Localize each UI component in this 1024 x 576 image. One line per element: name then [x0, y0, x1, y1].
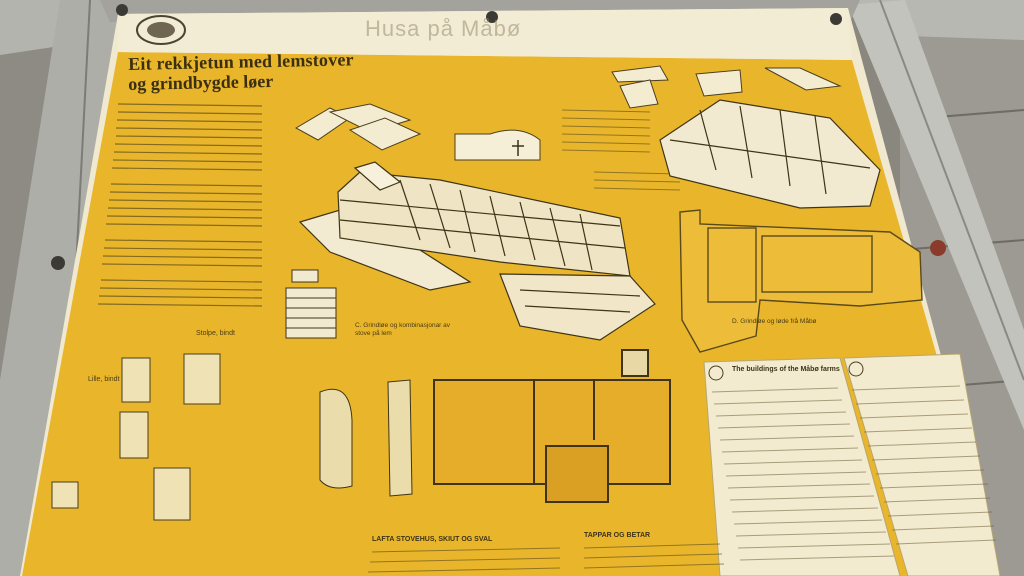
floor-plan-top-right: [679, 209, 923, 353]
lower-heading-2: TAPPAR OG BETAR: [584, 532, 651, 539]
lower-left-sketches: [51, 353, 221, 521]
logo-seal: [136, 15, 186, 45]
log-detail-sketch: [285, 269, 337, 339]
main-house-drawing: [298, 161, 656, 341]
heading-line-2: og grindbygde løer: [128, 70, 274, 94]
middle-text-column: [561, 109, 681, 191]
caption-d: D. Grindløe og løde frå Måbø: [732, 318, 817, 325]
truss-sketches: [294, 65, 842, 151]
bottom-text-lines: [367, 543, 725, 573]
label-bottom-left: Lille, bindt: [88, 376, 120, 383]
left-text-column: [97, 103, 263, 307]
caption-c: C. Grindløe og kombinasjonar av stove på…: [355, 322, 451, 337]
english-heading: The buildings of the Måbø farms: [732, 366, 840, 373]
lower-heading-1: LAFTA STOVEHUS, SKIUT OG SVAL: [372, 536, 493, 543]
bolts: [51, 4, 946, 270]
english-text-panels: [703, 353, 1001, 576]
label-lower-left: Stolpe, bindt: [196, 330, 235, 337]
right-house-drawing: [659, 99, 881, 209]
header-title: Husa på Måbø: [365, 16, 522, 41]
floor-plan-bottom: [319, 349, 671, 503]
gable-sketch: [454, 129, 541, 161]
